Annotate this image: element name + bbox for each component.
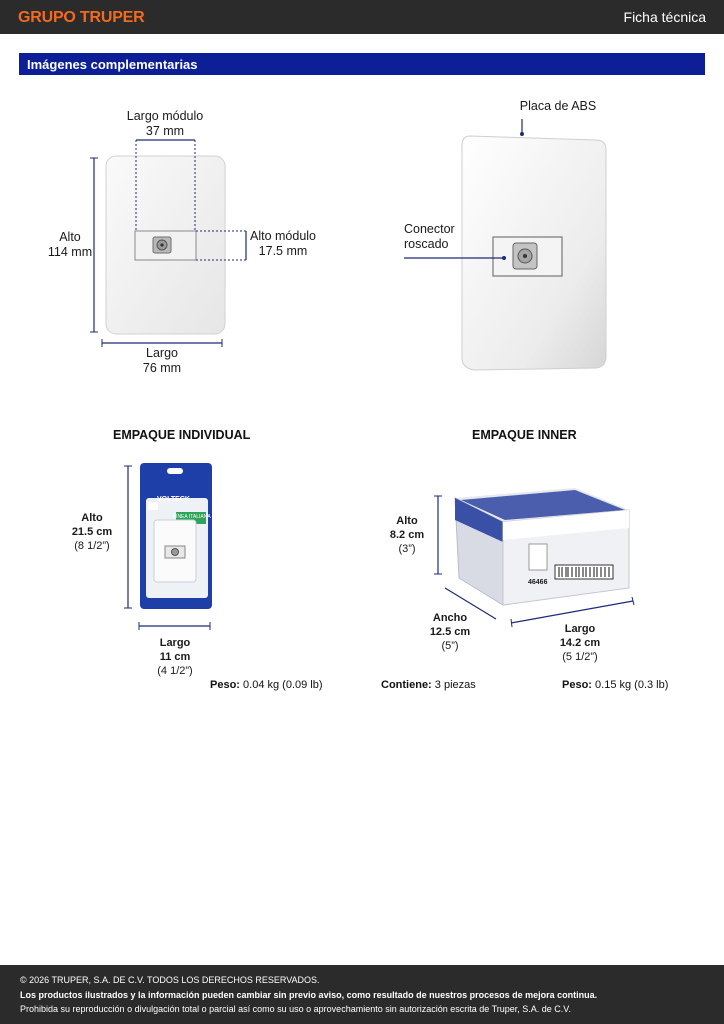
footer-prohibition: Prohibida su reproducción o divulgación … <box>20 1004 571 1014</box>
coax-connector-icon <box>171 548 179 556</box>
box-code-text: 46466 <box>528 579 548 586</box>
footer: © 2026 TRUPER, S.A. DE C.V. TODOS LOS DE… <box>0 965 724 1024</box>
package-brand-text: VOLTECK <box>157 496 190 503</box>
inner-pack-heading: EMPAQUE INNER <box>472 428 577 442</box>
footer-copyright: © 2026 TRUPER, S.A. DE C.V. TODOS LOS DE… <box>20 975 320 985</box>
inner-pack-contents: Contiene: 3 piezas <box>381 679 476 691</box>
section-title: Imágenes complementarias <box>27 57 198 72</box>
section-header: Imágenes complementarias <box>19 53 705 75</box>
plate-parts-figure <box>404 119 607 371</box>
plate-dimensions-figure <box>90 139 247 347</box>
individual-pack-heading: EMPAQUE INDIVIDUAL <box>113 428 251 442</box>
brand-logo: GRUPO TRUPER <box>18 9 145 26</box>
inner-pack-figure <box>434 488 635 628</box>
individual-pack-weight: Peso: 0.04 kg (0.09 lb) <box>210 679 323 691</box>
footer-notice: Los productos ilustrados y la informació… <box>20 990 598 1000</box>
individual-pack-figure <box>124 463 212 630</box>
top-bar: GRUPO TRUPER Ficha técnica <box>0 0 724 34</box>
inner-pack-weight: Peso: 0.15 kg (0.3 lb) <box>562 679 669 691</box>
document-type: Ficha técnica <box>623 9 706 25</box>
package-line-tag: LÍNEA ITALIANA <box>173 514 211 520</box>
plate-material-label: Placa de ABS <box>519 99 597 113</box>
